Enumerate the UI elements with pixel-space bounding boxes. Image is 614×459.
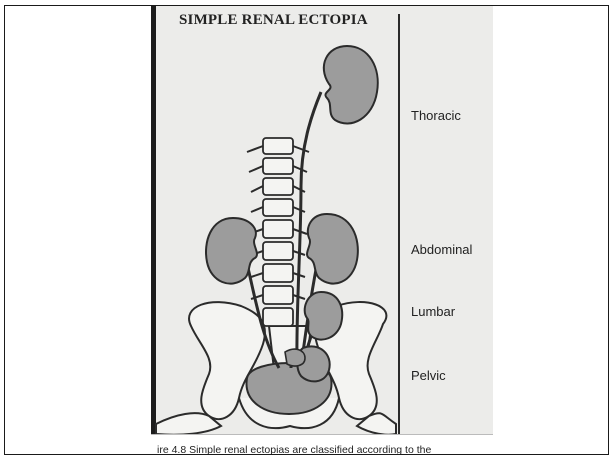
vertebra [263, 178, 293, 195]
label-lumbar: Lumbar [411, 304, 455, 319]
pelvic-kidney-overlap [285, 349, 305, 366]
vertebra [263, 199, 293, 216]
label-abdominal: Abdominal [411, 242, 472, 257]
vertebra [263, 286, 293, 304]
figure-photo: SIMPLE RENAL ECTOPIA Thoracic Abdominal … [151, 6, 493, 455]
spine [263, 138, 293, 326]
vertebra [263, 242, 293, 260]
vertebra [263, 138, 293, 154]
figure-title: SIMPLE RENAL ECTOPIA [179, 12, 368, 29]
vertebra [263, 308, 293, 326]
slide-frame: SIMPLE RENAL ECTOPIA Thoracic Abdominal … [4, 5, 609, 455]
thoracic-kidney [324, 46, 378, 124]
label-thoracic: Thoracic [411, 108, 461, 123]
figure-caption: ire 4.8 Simple renal ectopias are classi… [157, 444, 431, 455]
caption-bar: ire 4.8 Simple renal ectopias are classi… [151, 434, 493, 455]
lumbar-kidney [305, 292, 343, 340]
renal-ectopia-diagram [151, 6, 493, 455]
vertebra [263, 220, 293, 238]
label-pelvic: Pelvic [411, 368, 446, 383]
vertebra [263, 158, 293, 174]
vertebra [263, 264, 293, 282]
